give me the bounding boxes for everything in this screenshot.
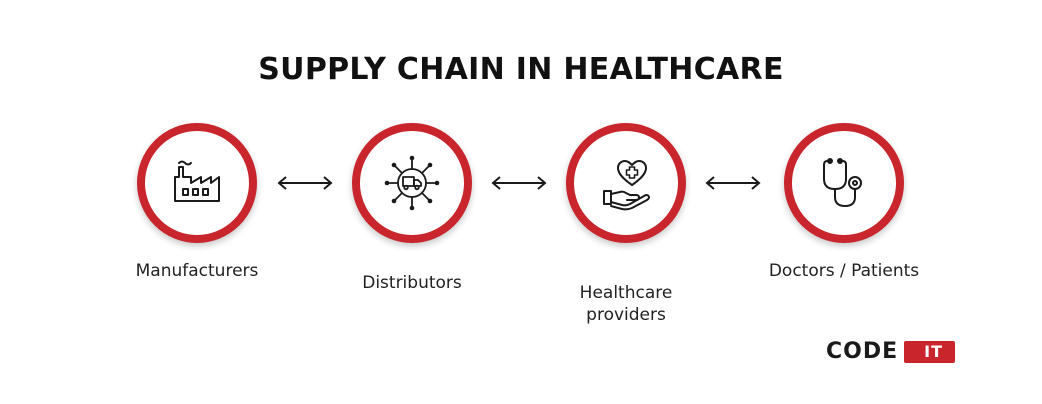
- factory-icon: [174, 160, 220, 202]
- logo-badge: IT: [904, 341, 956, 363]
- healthcare-providers-label: Healthcare providers: [579, 283, 673, 325]
- delivery-truck-network-icon: [384, 155, 440, 211]
- node-label-healthcare-providers: Healthcare providers: [526, 260, 726, 326]
- manufacturers-label: Manufacturers: [135, 261, 259, 281]
- node-distributors: [352, 123, 472, 243]
- node-label-doctors-patients: Doctors / Patients: [744, 260, 944, 282]
- node-doctors-patients: [784, 123, 904, 243]
- heart-in-hand-icon: [603, 160, 650, 211]
- node-label-distributors: Distributors: [312, 272, 512, 294]
- node-label-manufacturers: Manufacturers: [97, 260, 297, 282]
- node-healthcare-providers: [566, 123, 686, 243]
- distributors-label: Distributors: [362, 273, 462, 293]
- bidirectional-arrow-icon: [491, 176, 547, 190]
- diagram-title: SUPPLY CHAIN IN HEALTHCARE: [258, 52, 784, 87]
- bidirectional-arrow-icon: [277, 176, 333, 190]
- node-manufacturers: [137, 123, 257, 243]
- bidirectional-arrow-icon: [705, 176, 761, 190]
- logo-text: CODE: [826, 339, 899, 364]
- code-it-logo: CODE IT: [826, 339, 956, 365]
- stethoscope-icon: [823, 158, 862, 207]
- doctors-patients-label: Doctors / Patients: [768, 261, 920, 281]
